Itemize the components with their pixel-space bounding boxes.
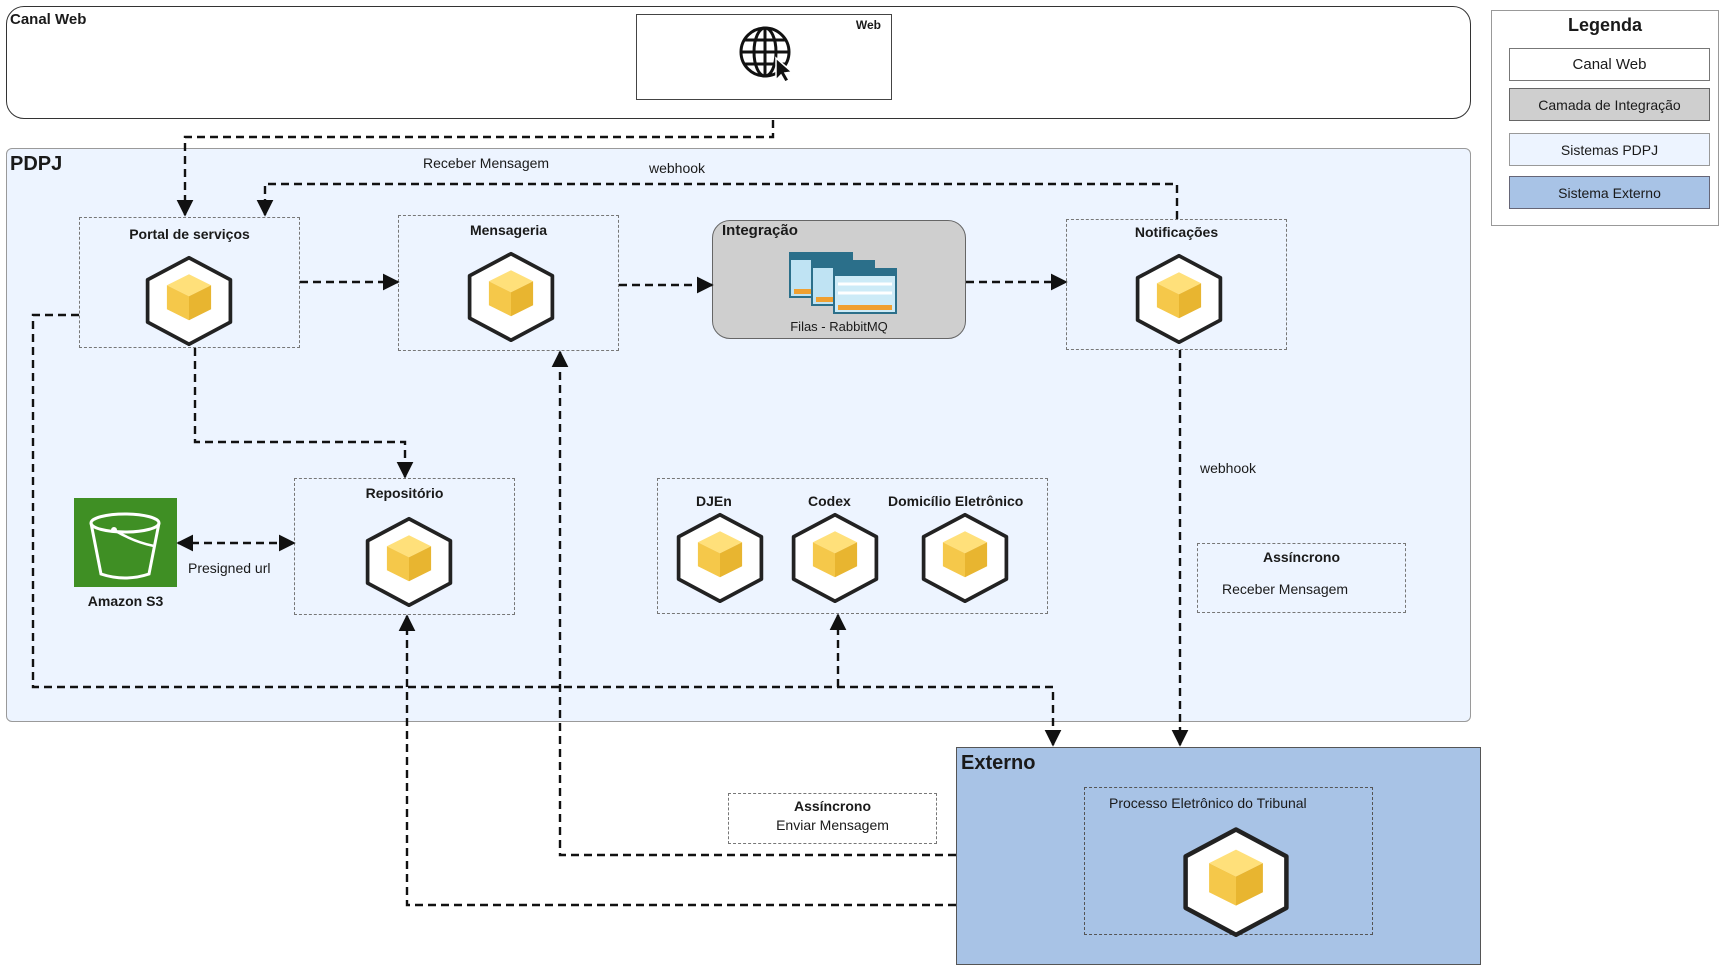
globe-cursor-icon — [739, 26, 794, 83]
web-node-label: Web — [855, 18, 881, 32]
note-receber-text: Receber Mensagem — [1222, 581, 1349, 597]
legend-item-sistema-externo: Sistema Externo — [1509, 176, 1710, 209]
note-assincrono-receber: Assíncrono Receber Mensagem — [1197, 543, 1406, 613]
note-enviar-title: Assíncrono — [793, 798, 871, 814]
note-assincrono-enviar: Assíncrono Enviar Mensagem — [728, 793, 937, 844]
mensageria-title: Mensageria — [469, 222, 548, 238]
legend-item-label: Camada de Integração — [1538, 96, 1681, 113]
cube-icon — [789, 511, 881, 608]
legend-title: Legenda — [1567, 15, 1642, 35]
codex-node[interactable] — [789, 511, 881, 608]
mensageria-node[interactable]: Mensageria — [398, 215, 619, 351]
notificacoes-node[interactable]: Notificações — [1066, 219, 1287, 350]
s3-bucket-icon[interactable] — [74, 498, 177, 587]
filas-label: Filas - RabbitMQ — [790, 319, 888, 334]
codex-title: Codex — [808, 493, 851, 509]
legend-item-camada-integracao: Camada de Integração — [1509, 88, 1710, 121]
notificacoes-title: Notificações — [1134, 224, 1219, 240]
portal-servicos-node[interactable]: Portal de serviços — [79, 217, 300, 348]
edge-label-presigned: Presigned url — [188, 560, 271, 576]
cube-icon — [465, 250, 557, 347]
cube-icon — [919, 511, 1011, 608]
edge-label-webhook-top: webhook — [649, 160, 706, 176]
cube-icon — [1133, 252, 1225, 349]
domicilio-title: Domicílio Eletrônico — [888, 493, 1024, 509]
cube-icon — [363, 515, 455, 612]
sistemas-group: DJEn Codex Domicílio Eletrônico — [657, 478, 1048, 614]
edge-label-receber-mensagem: Receber Mensagem — [423, 155, 550, 171]
integracao-title: Integração — [722, 222, 798, 239]
legend-item-sistemas-pdpj: Sistemas PDPJ — [1509, 133, 1710, 166]
legend-item-canal-web: Canal Web — [1509, 48, 1710, 81]
domicilio-node[interactable] — [919, 511, 1011, 608]
repositorio-title: Repositório — [365, 485, 444, 501]
edge-label-webhook-right: webhook — [1200, 460, 1257, 476]
processo-title: Processo Eletrônico do Tribunal — [1109, 795, 1307, 811]
repositorio-node[interactable]: Repositório — [294, 478, 515, 615]
note-enviar-text: Enviar Mensagem — [776, 817, 889, 833]
region-externo-label: Externo — [961, 752, 1036, 774]
integracao-node[interactable]: Integração Filas - RabbitMQ — [712, 220, 966, 339]
note-receber-title: Assíncrono — [1262, 549, 1340, 565]
processo-eletronico-node[interactable]: Processo Eletrônico do Tribunal — [1084, 787, 1373, 938]
portal-servicos-title: Portal de serviços — [129, 226, 250, 242]
legend-item-label: Sistemas PDPJ — [1560, 141, 1659, 158]
amazon-s3-label: Amazon S3 — [87, 593, 164, 609]
region-canal-web-label: Canal Web — [10, 11, 87, 28]
djen-title: DJEn — [696, 493, 732, 509]
web-node[interactable]: Web — [636, 14, 892, 100]
djen-node[interactable] — [674, 511, 766, 608]
cube-icon — [143, 254, 235, 351]
region-pdpj-label: PDPJ — [10, 153, 63, 175]
queue-icon — [789, 252, 897, 314]
legend-item-label: Canal Web — [1572, 56, 1647, 73]
legend-item-label: Sistema Externo — [1558, 184, 1661, 201]
cube-icon — [674, 511, 766, 608]
cube-icon — [1180, 825, 1292, 942]
